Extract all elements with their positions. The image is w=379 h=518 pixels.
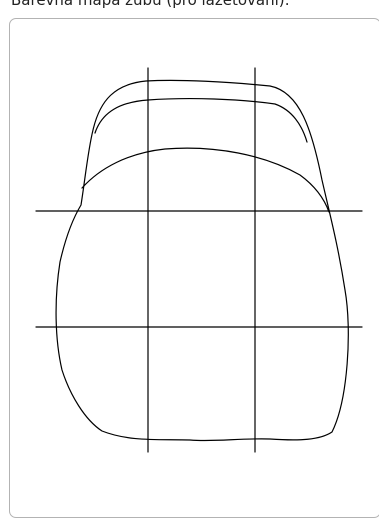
tooth-shade-map-diagram (0, 0, 379, 505)
incisal-band-line (95, 99, 307, 142)
middle-third-line (82, 148, 329, 212)
